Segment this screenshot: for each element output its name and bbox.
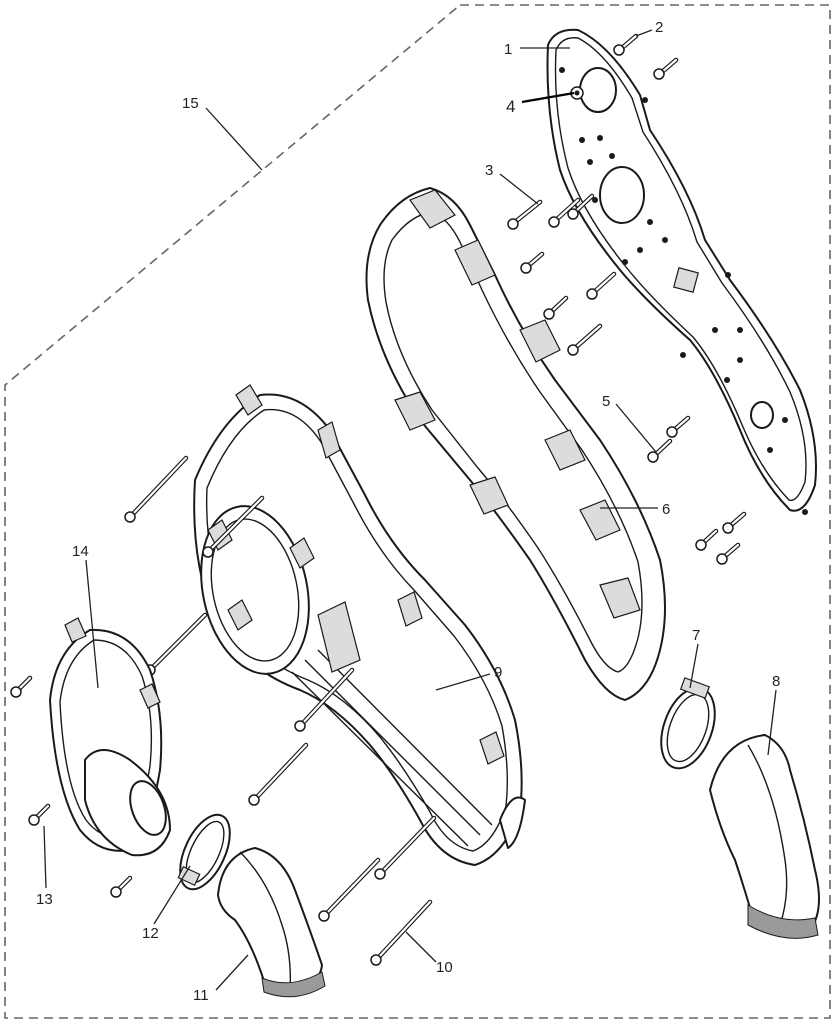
part-2-bolts	[613, 33, 679, 80]
callout-13: 13	[36, 891, 53, 908]
callout-1: 1	[504, 41, 512, 58]
callout-2: 2	[655, 19, 663, 36]
callout-15: 15	[182, 95, 199, 112]
callout-labels: 1 2 3 4 5 6 7 8 9 10 11 12 13 14 15	[36, 19, 780, 1004]
leader-lines	[43, 29, 777, 991]
callout-10: 10	[436, 959, 453, 976]
part-14-intake-cover	[49, 617, 171, 857]
callout-6: 6	[662, 501, 670, 518]
part-6-spacer	[365, 187, 666, 701]
part-7-clamp	[660, 677, 716, 770]
callout-5: 5	[602, 393, 610, 410]
callout-4: 4	[506, 97, 515, 116]
part-5-bolts	[647, 415, 747, 565]
part-3-bolts	[507, 193, 617, 356]
callout-12: 12	[142, 925, 159, 942]
callout-14: 14	[72, 543, 89, 560]
part-11-duct	[217, 847, 326, 998]
part-8-duct	[709, 734, 820, 939]
callout-9: 9	[494, 664, 502, 681]
callout-11: 11	[193, 987, 209, 1004]
part-13-bolts	[10, 675, 133, 898]
part-9-outer-cover	[193, 384, 526, 866]
callout-3: 3	[485, 162, 493, 179]
callout-7: 7	[692, 627, 700, 644]
part-12-clamp	[177, 813, 231, 891]
assembly-boundary	[4, 4, 831, 1019]
callout-8: 8	[772, 673, 780, 690]
